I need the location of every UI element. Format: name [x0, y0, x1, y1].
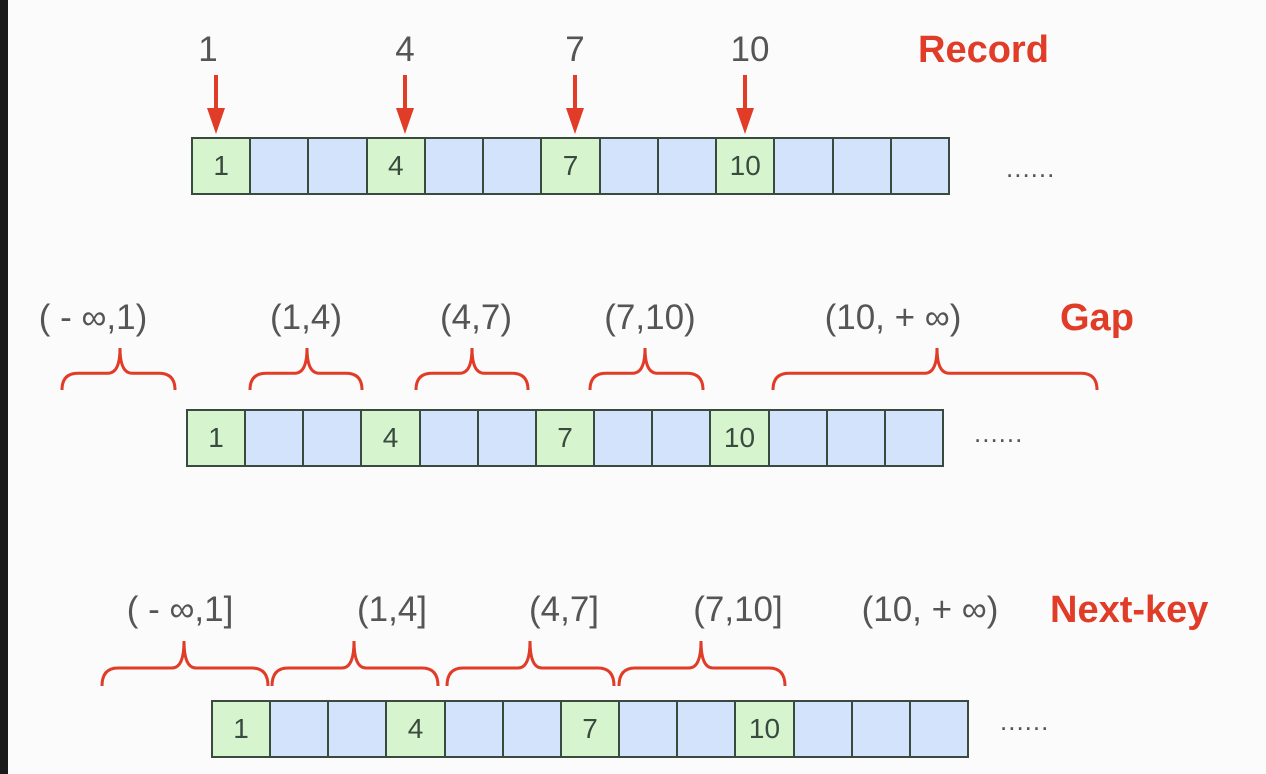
key-cell: 7: [561, 702, 621, 756]
curly-brace: [248, 347, 364, 391]
gap-label: (4,7): [440, 298, 512, 337]
gap-cell: [769, 411, 828, 465]
gap-cell: [595, 411, 654, 465]
nextkey-label: (4,7]: [528, 590, 600, 629]
arrow-head-icon: [207, 108, 225, 134]
left-edge: [0, 0, 8, 774]
gap-cell: [251, 139, 310, 193]
key-cell: 1: [213, 702, 272, 756]
gap-cell: [420, 411, 479, 465]
curly-brace: [270, 640, 440, 687]
gap-label: ( - ∞,1): [38, 298, 148, 337]
gap-cell: [891, 139, 949, 193]
arrow-head-icon: [566, 108, 584, 134]
gap-cell: [620, 702, 679, 756]
index-bar-record: 1 4 7 10: [191, 137, 950, 195]
ellipsis: ......: [1000, 706, 1050, 736]
gap-cell: [678, 702, 737, 756]
key-cell: 4: [387, 702, 446, 756]
gap-cell: [329, 702, 388, 756]
key-cell: 10: [717, 139, 776, 193]
gap-cell: [246, 411, 305, 465]
gap-label: (10, + ∞): [824, 298, 962, 337]
gap-cell: [833, 139, 892, 193]
gap-cell: [484, 139, 543, 193]
curly-brace: [588, 347, 705, 391]
gap-cell: [910, 702, 968, 756]
arrow-head-icon: [736, 108, 754, 134]
index-bar-nextkey: 1 4 7 10: [211, 700, 969, 758]
nextkey-title: Next-key: [1050, 589, 1209, 631]
gap-cell: [794, 702, 853, 756]
gap-label: (1,4): [270, 298, 342, 337]
gap-cell: [775, 139, 834, 193]
gap-cell: [304, 411, 363, 465]
key-cell: 1: [193, 139, 252, 193]
ellipsis: ......: [974, 418, 1024, 448]
gap-cell: [271, 702, 330, 756]
gap-cell: [885, 411, 943, 465]
key-cell: 4: [367, 139, 426, 193]
key-cell: 1: [188, 411, 247, 465]
nextkey-label: (7,10]: [693, 590, 783, 629]
gap-cell: [852, 702, 911, 756]
gap-cell: [658, 139, 718, 193]
nextkey-label: ( - ∞,1]: [126, 590, 234, 629]
gap-cell: [445, 702, 504, 756]
curly-brace: [414, 347, 530, 391]
index-bar-gap: 1 4 7 10: [186, 409, 944, 467]
curly-brace: [445, 640, 616, 687]
gap-cell: [503, 702, 562, 756]
gap-title: Gap: [1060, 297, 1134, 339]
gap-cell: [478, 411, 537, 465]
key-cell: 7: [542, 139, 601, 193]
record-label: 1: [198, 30, 218, 69]
key-cell: 7: [536, 411, 596, 465]
gap-cell: [425, 139, 485, 193]
record-label: 7: [565, 30, 585, 69]
gap-cell: [827, 411, 886, 465]
record-title: Record: [918, 29, 1049, 71]
key-cell: 10: [711, 411, 770, 465]
key-cell: 10: [736, 702, 795, 756]
gap-cell: [653, 411, 712, 465]
key-cell: 4: [362, 411, 421, 465]
gap-cell: [309, 139, 368, 193]
curly-brace: [771, 347, 1099, 391]
arrow-head-icon: [396, 108, 414, 134]
nextkey-label: (10, + ∞): [861, 590, 999, 629]
record-label: 10: [730, 30, 770, 69]
ellipsis: ......: [1006, 153, 1056, 183]
nextkey-label: (1,4]: [356, 590, 428, 629]
curly-brace: [60, 347, 177, 391]
gap-label: (7,10): [604, 298, 696, 337]
curly-brace: [100, 640, 270, 687]
gap-cell: [600, 139, 659, 193]
record-label: 4: [395, 30, 415, 69]
curly-brace: [617, 640, 787, 687]
